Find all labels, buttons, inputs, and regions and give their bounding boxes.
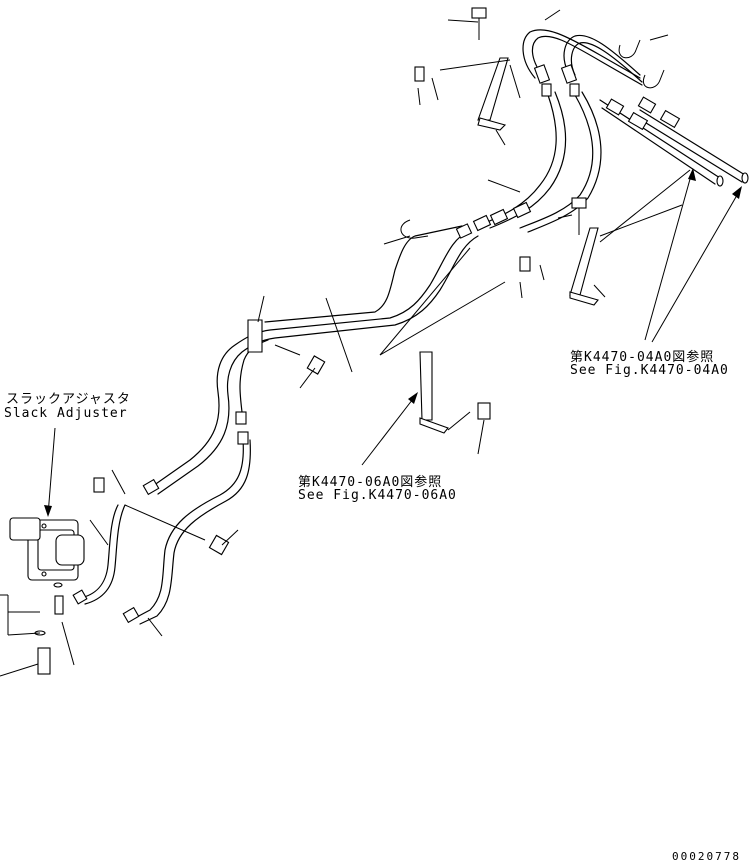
reference-04a0-label-en: See Fig.K4470-04A0 [570,363,729,378]
reference-06a0-label-en: See Fig.K4470-06A0 [298,488,457,503]
diagonal-pipes-right [599,99,749,187]
reference-04a0-label-jp: 第K4470-04A0図参照 [570,350,715,365]
fittings [72,64,681,624]
slack-adjuster-assembly [9,517,85,675]
slack-adjuster-label-jp: スラックアジャスタ [6,392,131,407]
upper-loop-pipes [522,29,643,86]
lower-pipes [79,439,251,625]
reference-06a0-label-jp: 第K4470-06A0図参照 [298,475,443,490]
part-number-label: 00020778 [672,850,741,863]
upper-hose-pair [479,91,602,233]
leader-lines [0,9,691,677]
bolts [124,7,587,556]
u-bolts [400,39,665,239]
brackets [247,57,599,434]
slack-adjuster-label-en: Slack Adjuster [4,406,128,421]
reference-arrows [44,168,742,517]
